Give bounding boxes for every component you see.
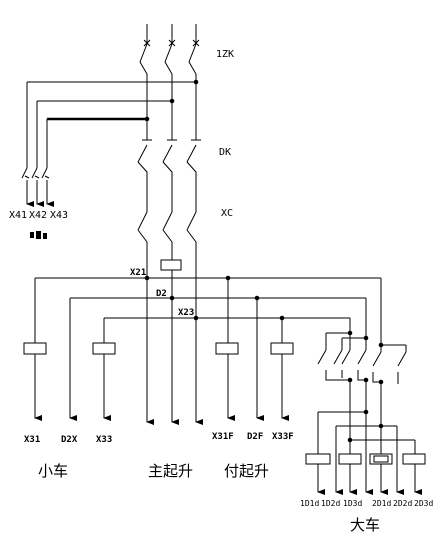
label-x33f: X33F xyxy=(272,432,294,442)
label-x21: X21 xyxy=(130,268,146,278)
aux-hoist-branches xyxy=(215,278,294,421)
small-car-branches xyxy=(23,278,116,421)
label-dk: DK xyxy=(219,147,231,158)
label-x23: X23 xyxy=(178,308,194,318)
smudged-caption xyxy=(30,231,47,239)
switch-dk xyxy=(137,135,201,212)
contactor-xc xyxy=(137,211,197,420)
label-x31: X31 xyxy=(24,435,40,445)
label-x42: X42 xyxy=(29,210,47,221)
label-d2f: D2F xyxy=(247,432,263,442)
label-d2: D2 xyxy=(156,289,167,299)
label-x31f: X31F xyxy=(212,432,234,442)
label-x33: X33 xyxy=(96,435,112,445)
label-xc: XC xyxy=(221,208,233,219)
caption-aux-hoist: 付起升 xyxy=(224,462,269,480)
caption-main-hoist: 主起升 xyxy=(148,462,193,480)
caption-small-car: 小车 xyxy=(38,462,68,480)
caption-big-car: 大车 xyxy=(350,516,380,534)
label-2d1d: 2D1d xyxy=(372,499,391,508)
breaker-1zk xyxy=(139,24,200,135)
label-1d2d: 1D2d xyxy=(321,499,340,508)
label-2d3d: 2D3d xyxy=(414,499,433,508)
label-2d2d: 2D2d xyxy=(393,499,412,508)
label-1d1d: 1D1d xyxy=(300,499,319,508)
label-x43: X43 xyxy=(50,210,68,221)
label-d2x: D2X xyxy=(61,435,78,445)
label-1d3d: 1D3d xyxy=(343,499,362,508)
label-1zk: 1ZK xyxy=(216,49,234,60)
branch-x41-x43 xyxy=(21,82,54,207)
label-x41: X41 xyxy=(9,210,27,221)
big-car-circuit xyxy=(305,278,426,495)
